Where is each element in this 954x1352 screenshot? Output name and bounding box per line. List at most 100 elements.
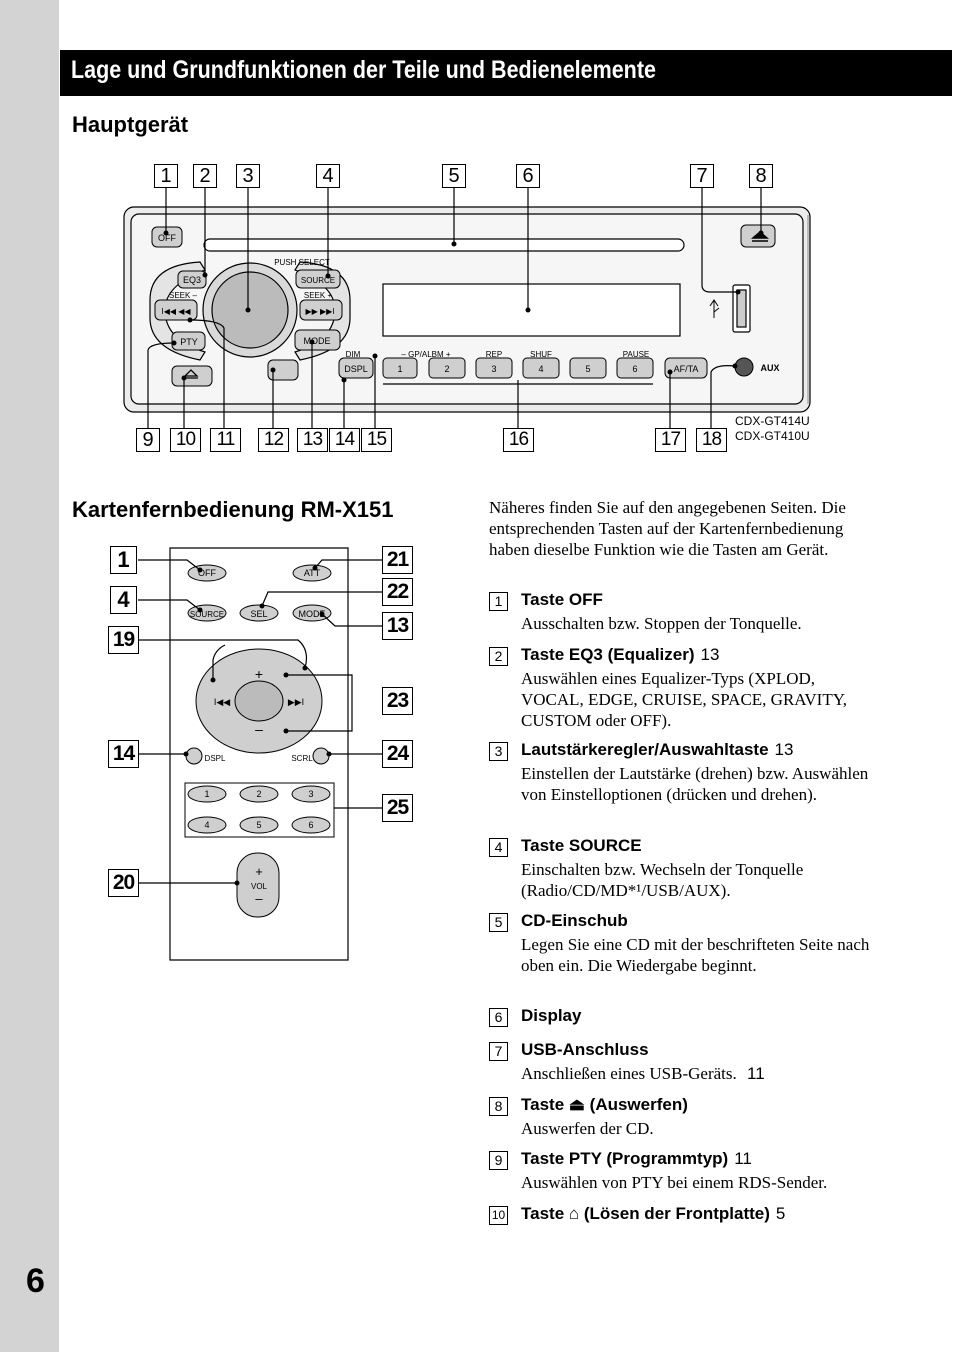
hu-preset-1-label: 1	[397, 364, 402, 374]
item-description: Anschließen eines USB-Geräts. 11	[521, 1064, 765, 1083]
rm-num-6[interactable]	[291, 816, 331, 834]
rm-vol-plus-label: +	[255, 864, 263, 879]
rm-num-1[interactable]	[187, 785, 227, 803]
hu-mode-button[interactable]	[294, 329, 341, 351]
hu-preset-4[interactable]	[522, 357, 560, 379]
hu-dim-label: DIM	[346, 350, 361, 359]
model-number-1: CDX-GT414U	[735, 414, 810, 428]
callout-5: 5	[442, 164, 466, 188]
callout-16: 16	[503, 428, 534, 452]
hu-eq3-label: EQ3	[183, 275, 201, 285]
item-number: 9	[489, 1151, 508, 1170]
rm-scrl-button[interactable]	[312, 747, 330, 765]
hu-off-button[interactable]	[151, 226, 183, 248]
rm-num-4[interactable]	[187, 816, 227, 834]
rm-off-button[interactable]	[187, 564, 227, 582]
rm-callout-22: 22	[382, 578, 413, 606]
callout-15: 15	[361, 428, 392, 452]
hu-seek-plus-label: SEEK +	[304, 291, 333, 300]
callout-12: 12	[258, 428, 289, 452]
item-number: 5	[489, 913, 508, 932]
item-number: 7	[489, 1042, 508, 1061]
rm-num-4-label: 4	[204, 820, 209, 830]
model-number-2: CDX-GT410U	[735, 429, 810, 443]
hu-seek-minus-label: SEEK –	[169, 291, 198, 300]
hu-aux-jack[interactable]	[734, 357, 754, 377]
hu-mode-label: MODE	[304, 336, 331, 346]
section-banner: Lage und Grundfunktionen der Teile und B…	[60, 50, 952, 96]
hu-source-label: SOURCE	[301, 276, 335, 285]
rm-mode-button[interactable]	[292, 604, 332, 622]
page-ref: 13	[700, 645, 720, 664]
rm-callout-24: 24	[382, 740, 413, 768]
hu-gp-albm-label: – GP/ALBM +	[401, 350, 450, 359]
usb-icon	[709, 299, 720, 318]
hu-af-ta-label: AF/TA	[674, 364, 699, 374]
item-number: 10	[489, 1206, 508, 1225]
rm-num-6-label: 6	[308, 820, 313, 830]
rm-callout-20: 20	[108, 869, 139, 897]
hu-eq3-button[interactable]	[177, 270, 207, 289]
rm-num-5[interactable]	[239, 816, 279, 834]
item-number: 4	[489, 838, 508, 857]
rm-att-button[interactable]	[292, 564, 332, 582]
callout-2: 2	[193, 164, 217, 188]
hu-preset-5[interactable]	[569, 357, 607, 379]
rm-minus-label: –	[255, 721, 263, 737]
hu-seek-plus-button[interactable]	[299, 299, 343, 321]
callout-11: 11	[210, 428, 241, 452]
page-ref: 13	[774, 740, 794, 759]
item-description: Auswerfen der CD.	[521, 1119, 654, 1138]
head-unit-illustration: OFF EQ3 PUSH SELECT SOURCE SEEK – SEEK +…	[123, 188, 811, 428]
hu-pty-label: PTY	[180, 337, 198, 347]
rm-num-2[interactable]	[239, 785, 279, 803]
callout-18: 18	[696, 428, 727, 452]
item-description: Auswählen eines Equalizer-Typs (XPLOD, V…	[521, 669, 848, 730]
item-description: Ausschalten bzw. Stoppen der Tonquelle.	[521, 614, 802, 633]
item-description: Einstellen der Lautstärke (drehen) bzw. …	[521, 764, 869, 804]
callout-14: 14	[329, 428, 360, 452]
svg-text:▶▶ ▶▶I: ▶▶ ▶▶I	[305, 307, 334, 316]
rm-next-label: ▶▶I	[288, 697, 304, 707]
callout-10: 10	[170, 428, 201, 452]
hu-seek-minus-button[interactable]	[154, 299, 198, 321]
rm-source-button[interactable]	[187, 604, 227, 622]
rm-dspl-button[interactable]	[185, 747, 203, 765]
hu-preset-4-label: 4	[538, 364, 543, 374]
hu-dspl-button[interactable]	[338, 357, 374, 379]
rm-callout-14: 14	[108, 740, 139, 768]
hu-r-button[interactable]	[267, 359, 299, 381]
hu-shuf-label: SHUF	[530, 350, 552, 359]
item-number: 8	[489, 1097, 508, 1116]
rm-att-label: ATT	[304, 568, 321, 578]
hu-preset-1[interactable]	[382, 357, 418, 379]
rm-num-3-label: 3	[308, 789, 313, 799]
rm-sel-button[interactable]	[239, 604, 279, 622]
hu-rep-label: REP	[486, 350, 502, 359]
hu-preset-2[interactable]	[428, 357, 466, 379]
rm-callout-19: 19	[108, 626, 139, 654]
hu-preset-3[interactable]	[475, 357, 513, 379]
hu-preset-6[interactable]	[616, 357, 654, 379]
rm-callout-4: 4	[110, 586, 137, 614]
hu-pause-label: PAUSE	[623, 350, 650, 359]
callout-7: 7	[690, 164, 714, 188]
callout-4: 4	[316, 164, 340, 188]
rm-num-3[interactable]	[291, 785, 331, 803]
remote-illustration: OFF ATT SOURCE SEL MODE + – I◀◀ ▶▶I DSPL…	[138, 547, 384, 961]
rm-dspl-label: DSPL	[205, 754, 226, 763]
section-title: Lage und Grundfunktionen der Teile und B…	[71, 56, 656, 84]
callout-3: 3	[236, 164, 260, 188]
hu-af-ta-button[interactable]	[664, 357, 708, 379]
item-title: Taste PTY (Programmtyp)11	[521, 1149, 752, 1168]
item-number: 6	[489, 1008, 508, 1027]
callout-6: 6	[516, 164, 540, 188]
hu-preset-3-label: 3	[491, 364, 496, 374]
hu-pty-button[interactable]	[171, 331, 206, 351]
callout-17: 17	[655, 428, 686, 452]
item-description: Auswählen von PTY bei einem RDS-Sender.	[521, 1173, 828, 1192]
rm-vol-minus-label: –	[255, 891, 263, 906]
rm-num-5-label: 5	[256, 820, 261, 830]
page-ref: 11	[747, 1064, 765, 1083]
